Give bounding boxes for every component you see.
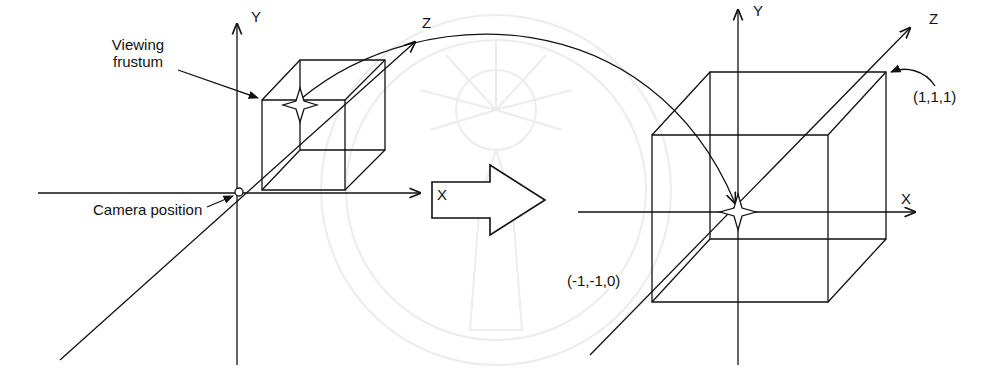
z-axis <box>590 28 910 355</box>
normalized-cube <box>652 72 886 302</box>
cube-edges <box>652 72 886 302</box>
x-axis <box>38 192 420 193</box>
leader-line <box>891 69 935 86</box>
leader-line <box>178 70 258 98</box>
transform-arrow <box>432 165 545 235</box>
cube-back-face <box>710 72 886 239</box>
point-star <box>283 88 317 122</box>
axis-label: X <box>900 190 912 207</box>
seal-rays <box>420 40 572 130</box>
leader-line <box>207 196 233 207</box>
z-axis <box>60 42 415 360</box>
seal-ring <box>346 40 646 340</box>
axis-label: Y <box>250 8 262 25</box>
coordinate-label: (-1,-1,0) <box>566 272 621 289</box>
camera-label: Camera position <box>92 201 203 218</box>
frustum-label: Viewing frustum <box>102 36 174 70</box>
axis-label: Y <box>752 2 764 19</box>
cube-front-face <box>652 135 828 302</box>
y-axis <box>737 10 738 365</box>
viewing-frustum-box <box>262 60 385 190</box>
point-star <box>720 194 756 230</box>
camera-dot <box>235 188 243 196</box>
mapping-arrow <box>302 34 735 203</box>
axis-label: Z <box>421 14 432 31</box>
axis-label: X <box>436 186 448 203</box>
coordinate-label: (1,1,1) <box>912 88 957 105</box>
axis-label: Z <box>928 10 939 27</box>
frustum-edges <box>262 60 385 190</box>
